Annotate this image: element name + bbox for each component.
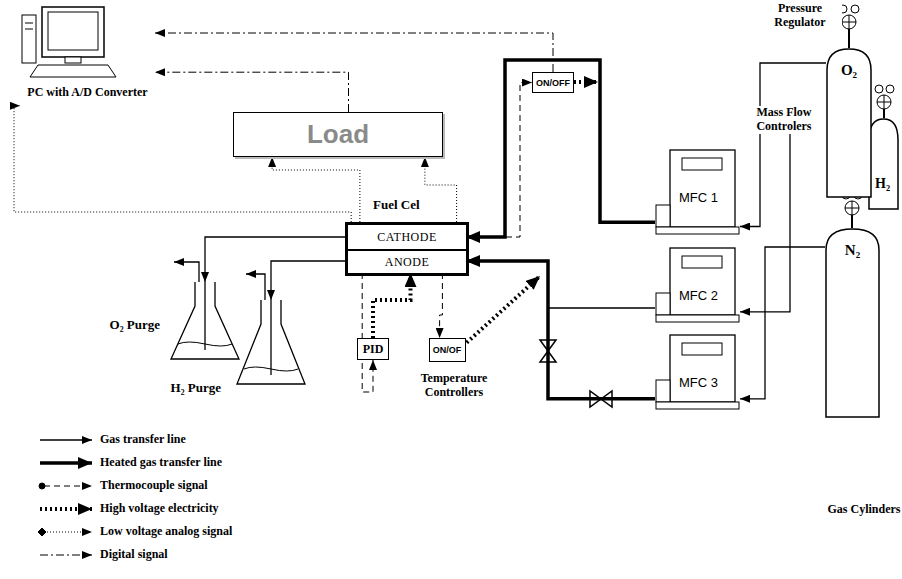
node-label: ON/OFF <box>536 78 570 88</box>
node-label: O₂ Purge <box>45 317 160 333</box>
thermo-line <box>466 83 532 238</box>
caption-label: Gas Cylinders <box>822 503 902 517</box>
legend-text: Low voltage analog signal <box>100 524 232 539</box>
heater-power-line <box>463 276 540 346</box>
pid-controller: PID <box>357 338 389 360</box>
legend-text: Gas transfer line <box>100 432 186 447</box>
on-off-controller: ON/OFF <box>532 72 574 93</box>
valve <box>540 340 612 407</box>
legend-text: Heated gas transfer line <box>100 455 222 470</box>
purge-flask: H₂ Purge <box>236 300 306 385</box>
node-label: CATHODE <box>377 230 437 245</box>
node-label: MFC 1 <box>679 190 718 205</box>
purge-flask: O₂ Purge <box>170 282 240 360</box>
node-label: N₂ <box>825 242 880 259</box>
computer: PC with A/D Converter <box>20 5 155 117</box>
hv-line <box>373 273 411 338</box>
gas-line <box>740 247 825 399</box>
caption-label: Mass Flow Controlers <box>736 106 832 134</box>
purge-flask-outline <box>236 300 306 385</box>
legend-text: High voltage electricity <box>100 501 219 516</box>
legend-text: Thermocouple signal <box>100 478 208 493</box>
node-label: MFC 2 <box>679 288 718 303</box>
node-label: PC with A/D Converter <box>20 85 155 100</box>
gas-line <box>271 261 348 300</box>
load-box: Load <box>233 112 443 157</box>
gas-line <box>740 63 826 227</box>
node-label: Load <box>307 119 369 150</box>
legend-sample <box>38 440 92 555</box>
node-label: ANODE <box>385 255 430 270</box>
mass-flow-controller: MFC 3 <box>655 335 740 410</box>
node-label: PID <box>363 342 384 357</box>
mass-flow-controller: MFC 1 <box>655 150 740 235</box>
lv-line <box>425 157 457 222</box>
dig-line <box>155 72 349 112</box>
cathode-band: CATHODE <box>348 225 466 249</box>
caption-label: Temperature Controllers <box>392 372 516 400</box>
gas-line <box>466 261 655 308</box>
anode-band: ANODE <box>348 249 466 273</box>
gas-cylinder-outline <box>868 118 899 210</box>
thermo-line <box>440 273 443 338</box>
dig-line <box>155 33 553 72</box>
purge-flask-outline <box>170 282 240 360</box>
mass-flow-controller-outline <box>655 248 740 323</box>
gas-line <box>205 237 348 282</box>
caption-label: Pressure Regulator <box>758 2 842 30</box>
node-label: H₂ Purge <box>106 380 221 396</box>
legend-text: Digital signal <box>100 547 168 562</box>
mass-flow-controller: MFC 2 <box>655 248 740 323</box>
gas-cylinder: N₂ <box>825 228 880 418</box>
gas-cylinder: H₂ <box>868 118 899 210</box>
fuel-cell: Fuel CelCATHODEANODE <box>345 222 469 276</box>
node-label: Fuel Cel <box>373 197 420 213</box>
node-label: MFC 3 <box>679 375 718 390</box>
on-off-controller: ON/OF <box>429 338 466 362</box>
computer-outline <box>20 5 155 117</box>
heated-line <box>466 60 655 237</box>
gas-cylinder: O₂ <box>826 48 872 198</box>
node-label: O₂ <box>826 62 872 79</box>
mass-flow-controller-outline <box>655 335 740 410</box>
node-label: H₂ <box>875 176 890 192</box>
node-label: ON/OF <box>433 345 462 355</box>
